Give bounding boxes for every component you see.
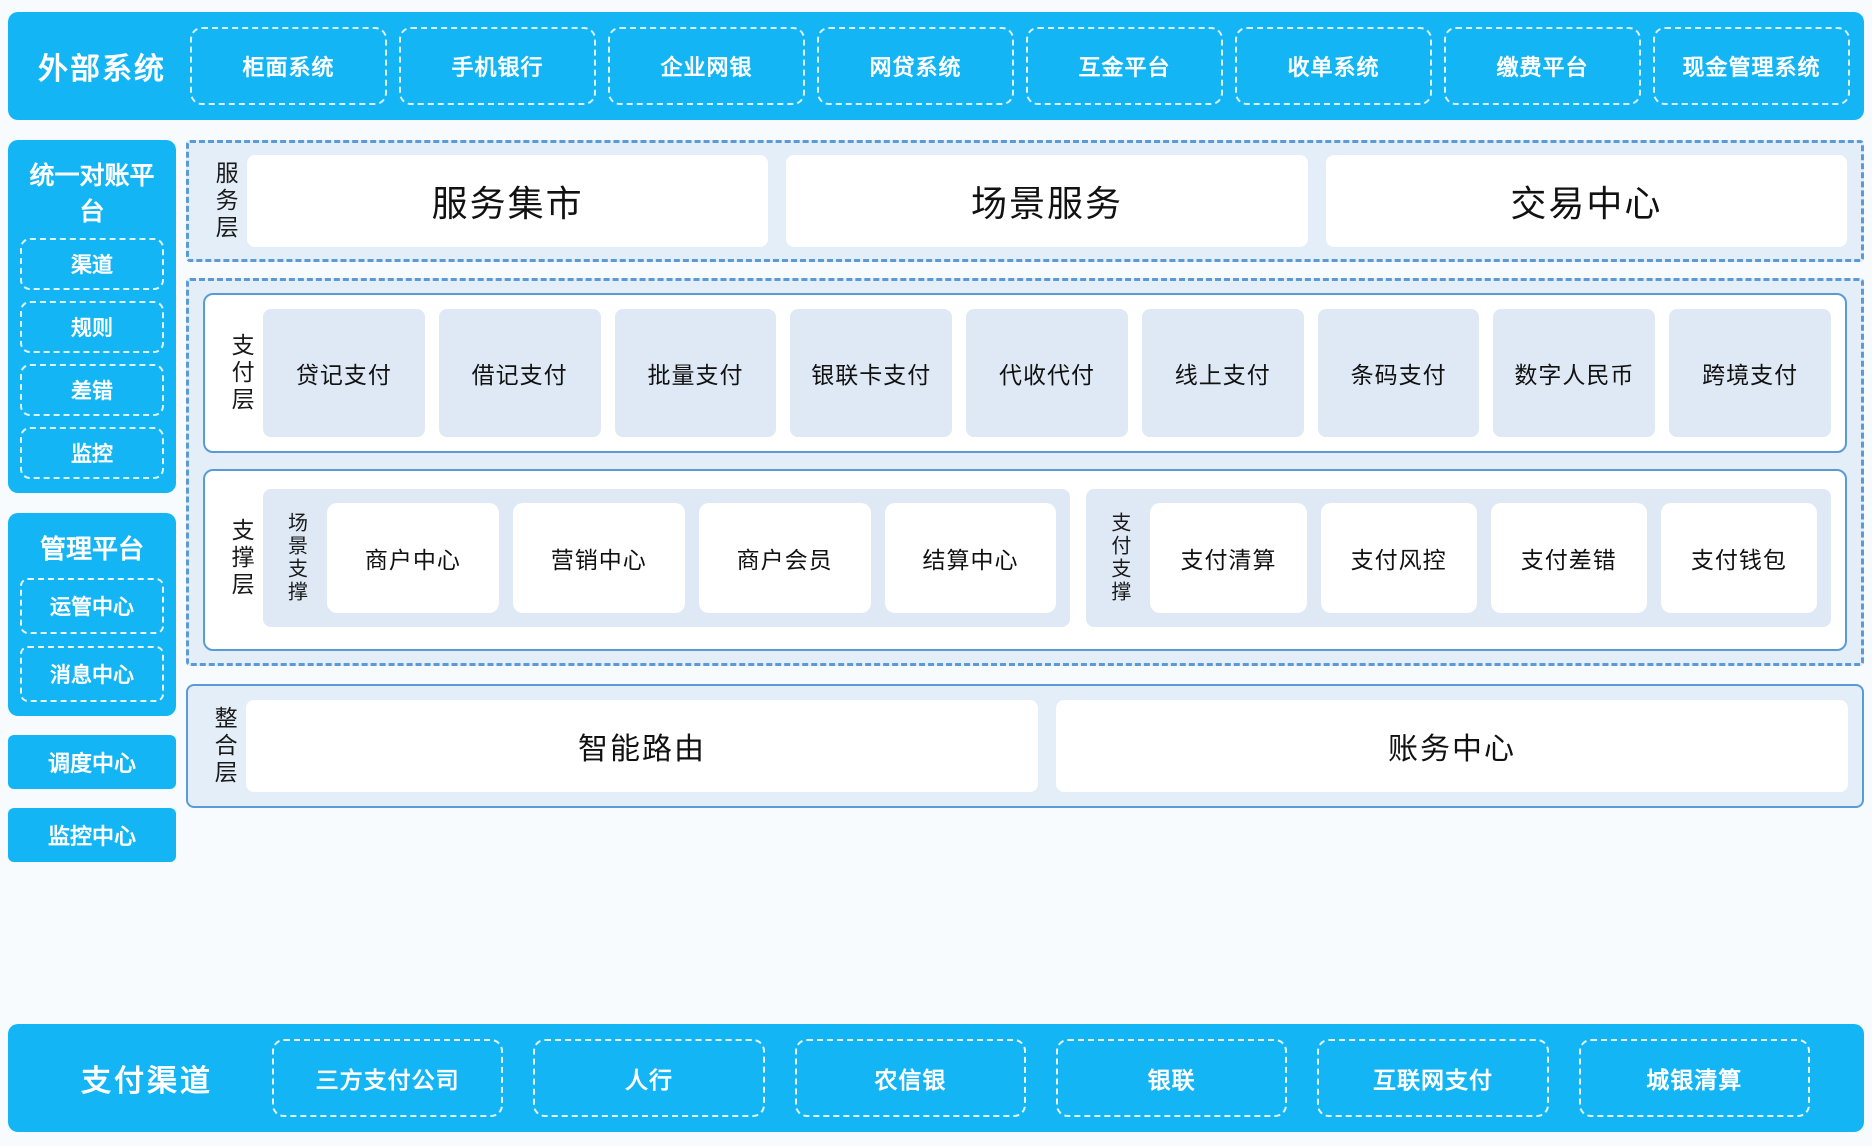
external-system-item[interactable]: 现金管理系统 xyxy=(1653,27,1850,105)
reconciliation-platform-title: 统一对账平台 xyxy=(29,162,155,226)
reconciliation-item-monitor[interactable]: 监控 xyxy=(20,427,164,479)
payment-item[interactable]: 借记支付 xyxy=(438,309,601,437)
payment-item[interactable]: 线上支付 xyxy=(1141,309,1304,437)
payment-item[interactable]: 跨境支付 xyxy=(1669,309,1832,437)
support-card[interactable]: 支付清算 xyxy=(1150,503,1307,613)
payment-item[interactable]: 批量支付 xyxy=(614,309,777,437)
payment-channels-title: 支付渠道 xyxy=(81,1065,213,1098)
support-group-scenario-label: 场景支撑 xyxy=(284,512,307,604)
payment-layer-container: 支付层 贷记支付 借记支付 批量支付 银联卡支付 代收代付 线上支付 条码支付 … xyxy=(203,293,1847,453)
integration-layer-container: 整合层 智能路由 账务中心 xyxy=(186,684,1864,808)
payment-channel-item[interactable]: 农信银 xyxy=(794,1039,1026,1117)
external-system-item[interactable]: 柜面系统 xyxy=(190,27,387,105)
support-group-payment-cards: 支付清算 支付风控 支付差错 支付钱包 xyxy=(1150,503,1817,613)
external-systems-title: 外部系统 xyxy=(38,53,166,86)
service-card-scenario[interactable]: 场景服务 xyxy=(786,155,1308,247)
payment-channel-item[interactable]: 城银清算 xyxy=(1578,1039,1810,1117)
payment-channels-bar: 支付渠道 三方支付公司 人行 农信银 银联 互联网支付 城银清算 xyxy=(8,1024,1864,1132)
payment-item[interactable]: 条码支付 xyxy=(1317,309,1480,437)
integration-card-smart-routing[interactable]: 智能路由 xyxy=(246,700,1038,792)
support-card[interactable]: 支付风控 xyxy=(1320,503,1477,613)
support-card[interactable]: 商户会员 xyxy=(698,503,871,613)
external-system-item[interactable]: 手机银行 xyxy=(399,27,596,105)
reconciliation-item-channel[interactable]: 渠道 xyxy=(20,238,164,290)
payment-layer-items: 贷记支付 借记支付 批量支付 银联卡支付 代收代付 线上支付 条码支付 数字人民… xyxy=(263,309,1832,437)
payment-channel-item[interactable]: 人行 xyxy=(533,1039,765,1117)
support-group-payment: 支付支撑 支付清算 支付风控 支付差错 支付钱包 xyxy=(1086,489,1831,627)
service-layer-container: 服务层 服务集市 场景服务 交易中心 xyxy=(186,140,1864,262)
payment-item[interactable]: 贷记支付 xyxy=(263,309,425,437)
payment-support-container: 支付层 贷记支付 借记支付 批量支付 银联卡支付 代收代付 线上支付 条码支付 … xyxy=(186,278,1864,666)
support-card[interactable]: 营销中心 xyxy=(512,503,685,613)
support-layer-container: 支撑层 场景支撑 商户中心 营销中心 商户会员 结算中心 支付支撑 xyxy=(203,469,1847,651)
payment-channels-list: 三方支付公司 人行 农信银 银联 互联网支付 城银清算 xyxy=(272,1039,1850,1117)
external-system-item[interactable]: 收单系统 xyxy=(1235,27,1432,105)
external-system-item[interactable]: 网贷系统 xyxy=(817,27,1014,105)
external-system-item[interactable]: 互金平台 xyxy=(1026,27,1223,105)
support-card[interactable]: 结算中心 xyxy=(884,503,1057,613)
scheduling-center-box[interactable]: 调度中心 xyxy=(8,735,176,789)
main-area: 服务层 服务集市 场景服务 交易中心 支付层 贷记支付 借记支付 批量支付 银联… xyxy=(186,140,1864,808)
external-system-item[interactable]: 企业网银 xyxy=(608,27,805,105)
support-group-payment-label: 支付支撑 xyxy=(1107,512,1130,604)
management-item-message[interactable]: 消息中心 xyxy=(20,646,164,702)
support-layer-label: 支撑层 xyxy=(228,517,255,599)
reconciliation-item-error[interactable]: 差错 xyxy=(20,364,164,416)
external-systems-list: 柜面系统 手机银行 企业网银 网贷系统 互金平台 收单系统 缴费平台 现金管理系… xyxy=(182,27,1850,105)
management-item-operations[interactable]: 运管中心 xyxy=(20,578,164,634)
integration-layer-cards: 智能路由 账务中心 xyxy=(246,700,1848,792)
management-platform-title: 管理平台 xyxy=(39,534,144,564)
support-card[interactable]: 支付差错 xyxy=(1490,503,1647,613)
service-card-transaction[interactable]: 交易中心 xyxy=(1325,155,1847,247)
reconciliation-platform-panel: 统一对账平台 渠道 规则 差错 监控 xyxy=(8,140,176,493)
payment-layer-label: 支付层 xyxy=(228,332,255,414)
payment-channel-item[interactable]: 三方支付公司 xyxy=(272,1039,504,1117)
support-card[interactable]: 支付钱包 xyxy=(1660,503,1817,613)
reconciliation-item-rule[interactable]: 规则 xyxy=(20,301,164,353)
service-layer-cards: 服务集市 场景服务 交易中心 xyxy=(247,155,1847,247)
left-column: 统一对账平台 渠道 规则 差错 监控 管理平台 运管中心 消息中心 调度中心 监… xyxy=(8,140,176,862)
payment-channel-item[interactable]: 互联网支付 xyxy=(1317,1039,1549,1117)
monitoring-center-box[interactable]: 监控中心 xyxy=(8,808,176,862)
service-layer-label: 服务层 xyxy=(212,160,239,242)
support-group-scenario: 场景支撑 商户中心 营销中心 商户会员 结算中心 xyxy=(263,489,1071,627)
support-card[interactable]: 商户中心 xyxy=(327,503,499,613)
service-card-marketplace[interactable]: 服务集市 xyxy=(247,155,769,247)
support-group-scenario-cards: 商户中心 营销中心 商户会员 结算中心 xyxy=(327,503,1057,613)
management-platform-panel: 管理平台 运管中心 消息中心 xyxy=(8,513,176,716)
payment-channel-item[interactable]: 银联 xyxy=(1055,1039,1288,1117)
external-systems-bar: 外部系统 柜面系统 手机银行 企业网银 网贷系统 互金平台 收单系统 缴费平台 … xyxy=(8,12,1864,120)
support-layer-groups: 场景支撑 商户中心 营销中心 商户会员 结算中心 支付支撑 支付清算 支付风控 xyxy=(263,489,1831,627)
payment-item[interactable]: 数字人民币 xyxy=(1493,309,1656,437)
integration-layer-label: 整合层 xyxy=(211,705,238,787)
payment-item[interactable]: 银联卡支付 xyxy=(790,309,953,437)
integration-card-accounting[interactable]: 账务中心 xyxy=(1056,700,1848,792)
payment-item[interactable]: 代收代付 xyxy=(966,309,1128,437)
external-system-item[interactable]: 缴费平台 xyxy=(1444,27,1641,105)
